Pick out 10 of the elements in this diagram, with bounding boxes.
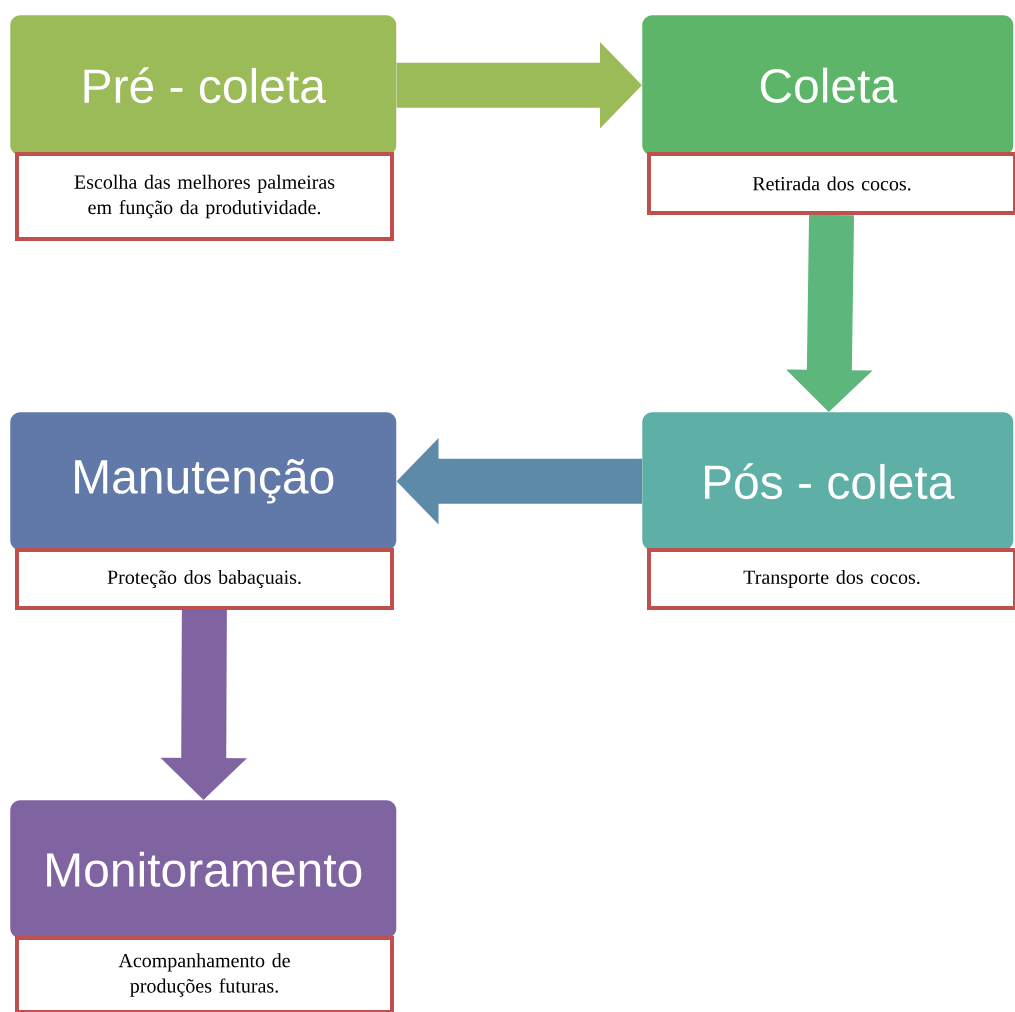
description-box: Retirada dos cocos. [647,152,1015,215]
description-box: Proteção dos babaçuais. [15,548,394,610]
header-box: Pré - coleta [10,15,397,156]
header-box: Manutenção [10,412,397,551]
header-box: Coleta [642,15,1014,156]
header-box: Monitoramento [10,800,397,939]
description-box: Acompanhamento de produções futuras. [15,936,394,1012]
description-box: Escolha das melhores palmeiras em função da produtividade. [15,152,394,241]
description-box: Transporte dos cocos. [647,548,1015,610]
header-box: Pós - coleta [642,412,1014,551]
